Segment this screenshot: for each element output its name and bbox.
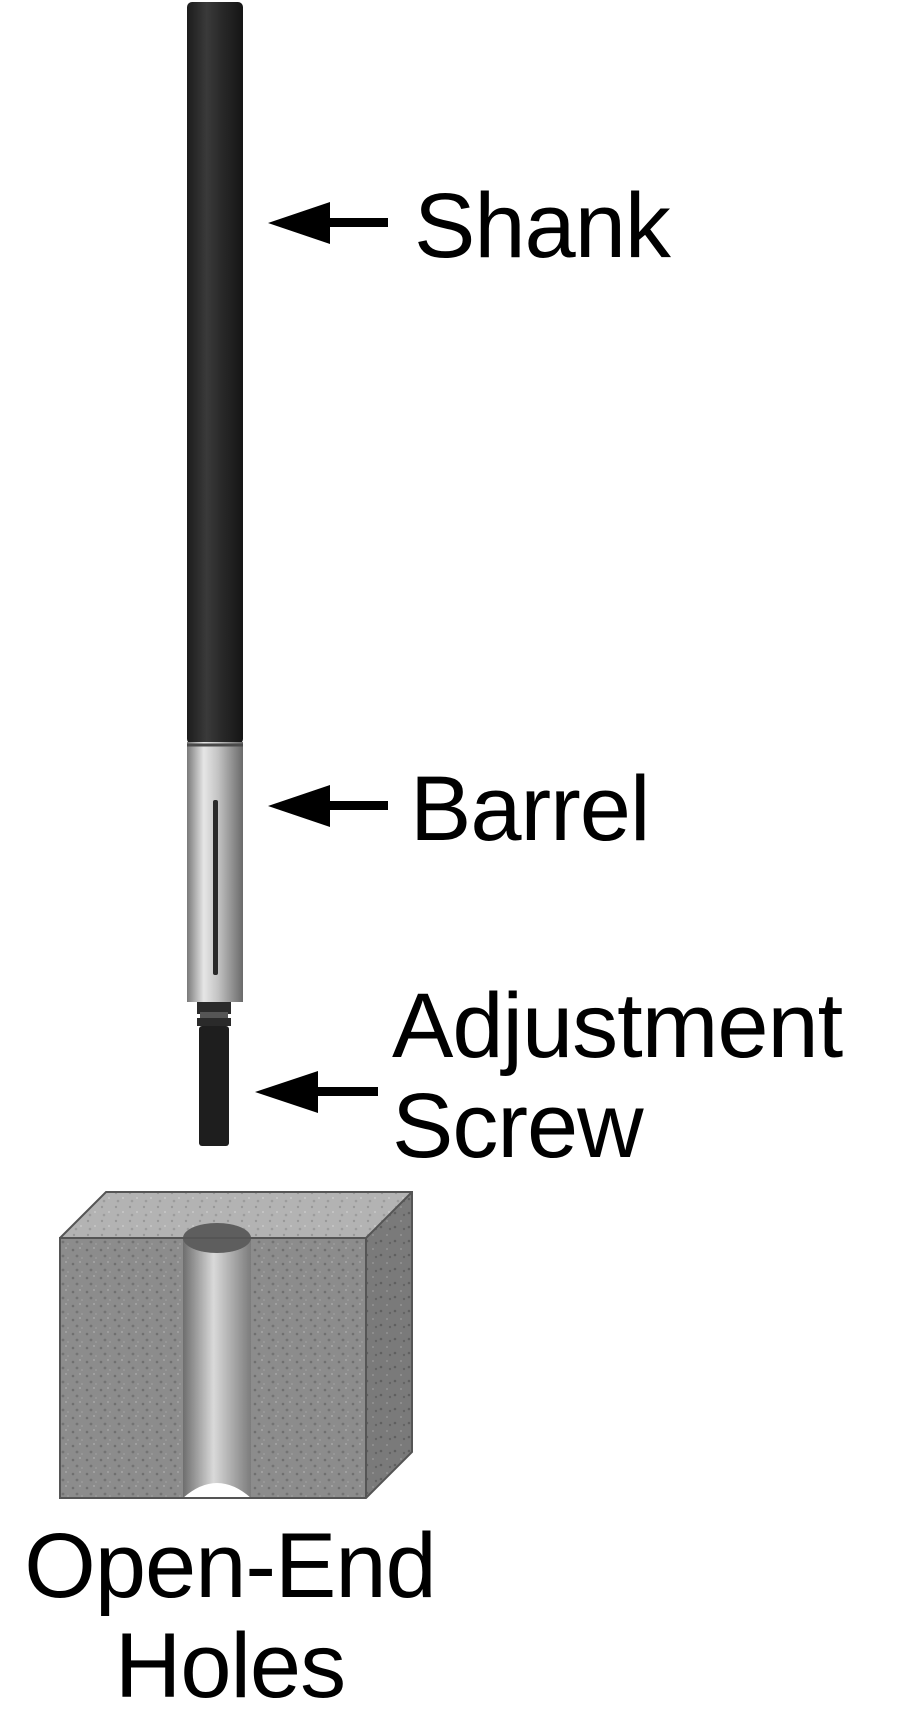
label-open-end-line-1: Open-End: [24, 1515, 436, 1617]
block-hole: [183, 1238, 251, 1498]
block-top: [60, 1192, 412, 1238]
label-barrel: Barrel: [410, 758, 650, 860]
screw-thread-lower: [197, 1018, 231, 1026]
shank-shape: [187, 2, 243, 744]
screw-thread-ring: [200, 1012, 228, 1020]
block-side: [366, 1192, 412, 1498]
arrow-shank: [268, 202, 388, 244]
open-end-hole-block: [59, 1191, 413, 1499]
label-adjustment-screw: Adjustment Screw: [392, 975, 843, 1177]
barrel-slot: [213, 800, 218, 975]
label-adjustment-line-1: Adjustment: [392, 975, 843, 1077]
label-open-end-line-2: Holes: [114, 1615, 346, 1717]
label-shank: Shank: [414, 175, 671, 277]
label-adjustment-line-2: Screw: [392, 1075, 644, 1177]
screw-body: [199, 1026, 229, 1146]
screw-thread: [197, 1002, 231, 1014]
arrow-adjustment-screw: [255, 1071, 378, 1113]
label-open-end-holes: Open-End Holes: [0, 1516, 460, 1716]
block-hole-opening: [183, 1483, 251, 1498]
arrow-barrel: [268, 785, 388, 827]
